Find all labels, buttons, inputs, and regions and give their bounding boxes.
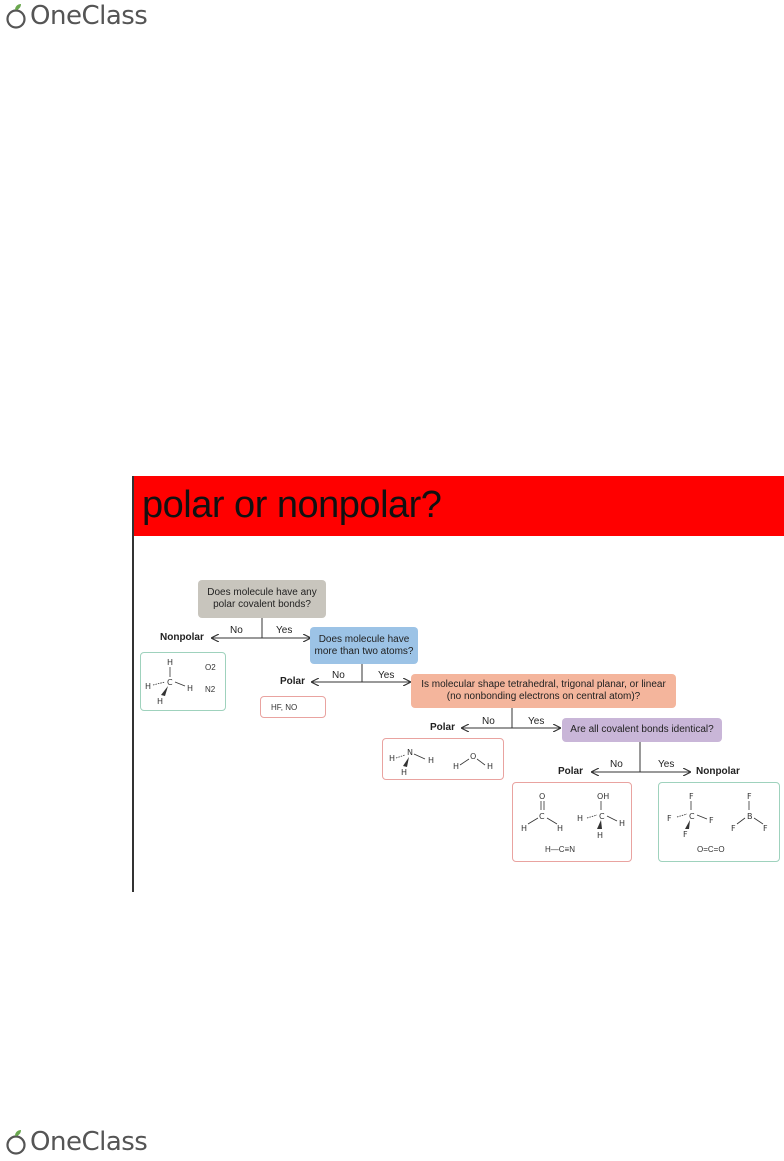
q2-no-label: No [332, 670, 345, 681]
svg-text:F: F [731, 824, 736, 833]
cf4-bf3-structure-icon: F C F F F F B F F [667, 792, 768, 839]
svg-text:F: F [747, 792, 752, 801]
svg-text:B: B [747, 812, 753, 821]
svg-text:H: H [521, 824, 527, 833]
question-identical-bonds: Are all covalent bonds identical? [562, 718, 722, 742]
q1-yes-label: Yes [276, 625, 293, 636]
example-methane-o2-n2: H C H H H O2 N2 [140, 652, 226, 711]
svg-text:F: F [689, 792, 694, 801]
q2-yes-label: Yes [378, 670, 395, 681]
svg-text:H: H [187, 684, 193, 693]
svg-text:C: C [167, 678, 173, 687]
example-hf-no: HF, NO [260, 696, 326, 718]
oneclass-wordmark: OneClass [30, 1127, 148, 1157]
ammonia-water-structure-icon: H N H H H O H [389, 748, 493, 777]
oneclass-wordmark: OneClass [30, 1, 148, 31]
oneclass-logo-top: OneClass [4, 1, 148, 31]
hf-no-text: HF, NO [271, 703, 298, 712]
n2-formula: N2 [205, 685, 216, 694]
svg-text:OH: OH [597, 792, 609, 801]
co2-formula: O=C=O [697, 845, 725, 854]
svg-text:F: F [709, 816, 714, 825]
example-nh3-h2o: H N H H H O H [382, 738, 504, 780]
q3-yes-label: Yes [528, 716, 545, 727]
slide: polar or nonpolar? Does molecule have an… [132, 476, 784, 892]
nonpolar-label-1: Nonpolar [160, 632, 204, 643]
q4-no-label: No [610, 759, 623, 770]
svg-text:H: H [453, 762, 459, 771]
svg-text:F: F [763, 824, 768, 833]
question-molecular-shape: Is molecular shape tetrahedral, trigonal… [411, 674, 676, 708]
q4-yes-label: Yes [658, 759, 675, 770]
q1-no-label: No [230, 625, 243, 636]
question-polar-bonds: Does molecule have any polar covalent bo… [198, 580, 326, 618]
svg-text:H: H [577, 814, 583, 823]
svg-text:H: H [557, 824, 563, 833]
question-more-than-two-atoms: Does molecule have more than two atoms? [310, 627, 418, 664]
flowchart-connectors [134, 618, 784, 892]
oneclass-logo-bottom: OneClass [4, 1127, 148, 1157]
svg-text:H: H [619, 819, 625, 828]
svg-text:N: N [407, 748, 413, 757]
svg-text:C: C [689, 812, 695, 821]
polar-label-2: Polar [430, 722, 456, 733]
slide-title: polar or nonpolar? [142, 484, 442, 526]
oneclass-leaf-icon [4, 1128, 30, 1156]
q3-no-label: No [482, 716, 495, 727]
svg-text:O: O [470, 752, 476, 761]
svg-text:H: H [167, 658, 173, 667]
example-formaldehyde-methanol-hcn: O C H H OH C H H H H—C≡N [512, 782, 632, 862]
svg-text:C: C [539, 812, 545, 821]
nonpolar-label-2: Nonpolar [696, 766, 740, 777]
svg-text:H: H [428, 756, 434, 765]
polar-label-1: Polar [280, 676, 306, 687]
svg-text:H: H [145, 682, 151, 691]
methane-structure-icon: H C H H H [145, 658, 193, 706]
example-cf4-bf3-co2: F C F F F F B F F O=C=O [658, 782, 780, 862]
svg-text:F: F [667, 814, 672, 823]
oneclass-leaf-icon [4, 2, 30, 30]
svg-text:H: H [389, 754, 395, 763]
formaldehyde-methanol-structure-icon: O C H H OH C H H H [521, 792, 625, 840]
polar-label-3: Polar [558, 766, 584, 777]
svg-text:H: H [487, 762, 493, 771]
svg-text:H: H [597, 831, 603, 840]
svg-text:H: H [157, 697, 163, 706]
svg-text:H: H [401, 768, 407, 777]
svg-text:F: F [683, 830, 688, 839]
svg-text:C: C [599, 812, 605, 821]
svg-text:O: O [539, 792, 545, 801]
o2-formula: O2 [205, 663, 216, 672]
hcn-formula: H—C≡N [545, 845, 575, 854]
slide-header [134, 476, 784, 536]
